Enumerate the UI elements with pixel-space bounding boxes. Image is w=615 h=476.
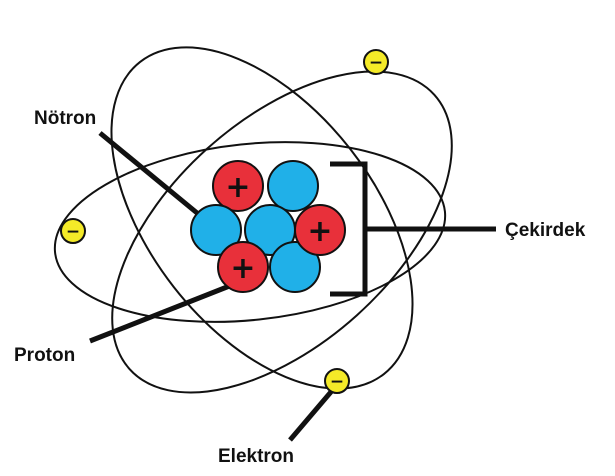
nucleus-label: Çekirdek [505,220,586,241]
nucleus [190,160,346,293]
electron-particle: − [60,218,86,244]
minus-sign: − [369,53,383,73]
proton-label: Proton [14,345,75,366]
plus-sign: + [230,251,255,286]
plus-sign: + [225,170,250,205]
electrons: − − − [60,49,389,394]
proton-particle [294,204,346,256]
minus-sign: − [330,372,344,392]
electron-label: Elektron [218,446,294,467]
electron-particle: − [363,49,389,75]
orbit-diagonal-down [110,46,414,390]
proton-particle [212,160,264,212]
neutron-leader-line [98,131,210,224]
plus-sign: + [307,214,332,249]
neutron-particle [190,204,242,256]
proton-leader-line [89,282,233,344]
proton-signs: + + + [225,170,332,286]
minus-sign: − [66,222,80,242]
electron-particle: − [324,368,350,394]
proton-particle [217,241,269,293]
neutron-particle [269,241,321,293]
electron-leader-line [288,384,338,442]
neutron-particle [267,160,319,212]
orbits [53,46,453,394]
neutron-label: Nötron [34,108,96,129]
orbit-diagonal-up [111,70,453,394]
orbit-horizontal [53,141,447,323]
leader-lines [89,131,496,442]
